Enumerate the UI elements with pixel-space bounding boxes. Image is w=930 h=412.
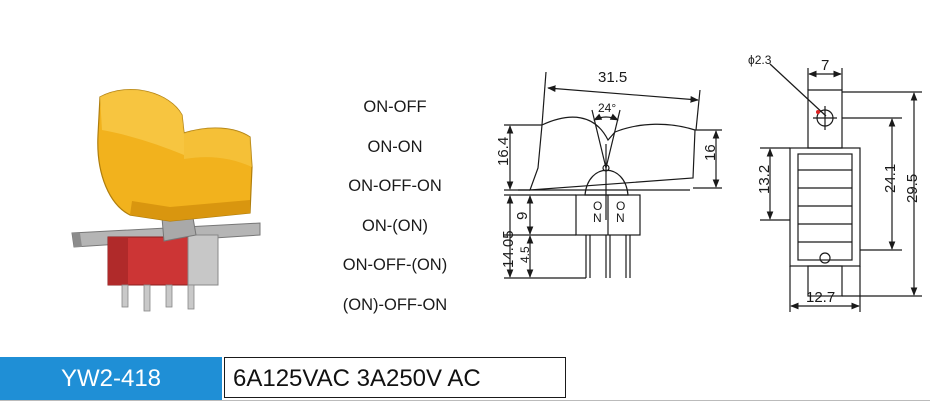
rocker-switch-illustration: [71, 89, 261, 312]
mode-item: ON-(ON): [362, 216, 428, 235]
electrical-rating: 6A125VAC 3A250V AC: [224, 357, 566, 398]
switch-mode-list: ON-OFF ON-ON ON-OFF-ON ON-(ON) ON-OFF-(O…: [300, 92, 490, 329]
switch-mark-letter: N: [616, 211, 625, 225]
mount-height-label: 13.2: [756, 165, 773, 194]
top-view: [760, 63, 922, 312]
switch-mark-letter: N: [593, 211, 602, 225]
technical-drawing: 31.5 24° 16.4 16 9 14.05 4.5 O N O N: [490, 50, 930, 340]
total-height-label: 14.05: [500, 230, 517, 268]
base-width-label: 12.7: [806, 289, 835, 306]
height-left-label: 16.4: [495, 137, 512, 166]
hole-marker: [816, 110, 820, 114]
inner-height-label: 24.1: [882, 164, 899, 193]
outer-height-label: 29.5: [904, 174, 921, 203]
divider: [0, 400, 930, 401]
switch-mark-letter: O: [593, 199, 602, 213]
footer-bar: YW2-418 6A125VAC 3A250V AC: [0, 357, 930, 400]
mode-item: ON-ON: [367, 137, 423, 156]
slot-width-label: 7: [821, 57, 829, 74]
hole-diameter-label: ϕ2.3: [748, 53, 772, 67]
model-number: YW2-418: [0, 357, 222, 400]
side-view: [504, 71, 722, 279]
mode-item: ON-OFF-ON: [348, 177, 442, 195]
product-photo: [60, 75, 290, 325]
switch-mark-letter: O: [616, 199, 625, 213]
height-right-label: 16: [702, 144, 719, 161]
mode-item: ON-OFF: [363, 98, 427, 116]
angle-label: 24°: [598, 101, 616, 115]
width-label: 31.5: [598, 69, 627, 86]
body-height-label: 9: [514, 212, 531, 220]
mode-item: ON-OFF-(ON): [342, 256, 448, 274]
mode-item: (ON)-OFF-ON: [342, 295, 448, 314]
pin-length-label: 4.5: [518, 246, 532, 263]
dimension-drawing: 31.5 24° 16.4 16 9 14.05 4.5 O N O N: [495, 53, 922, 312]
